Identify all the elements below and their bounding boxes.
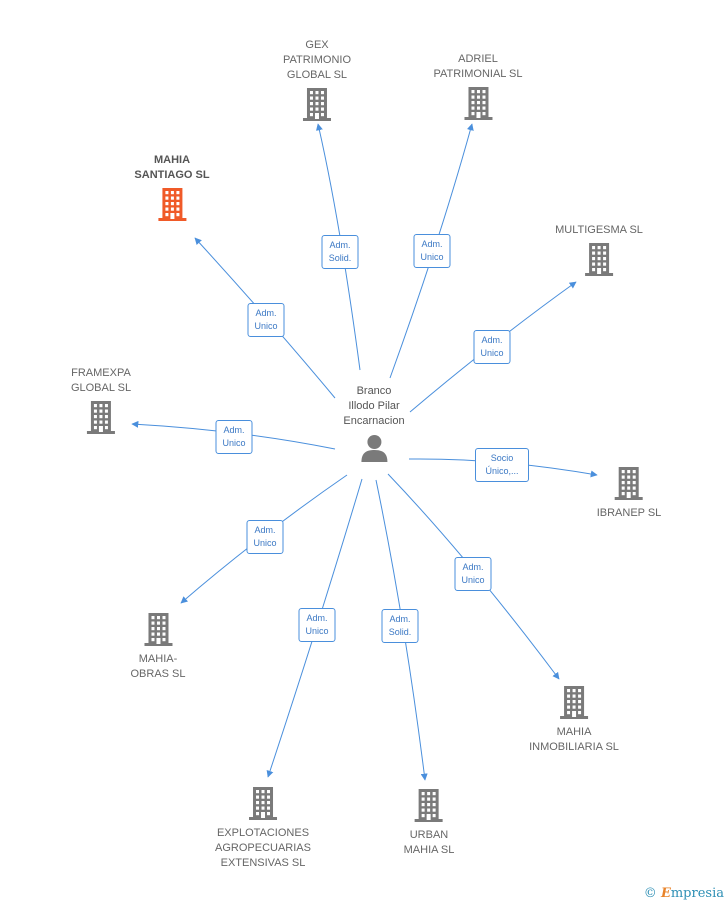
- building-icon: [87, 401, 115, 434]
- building-icon: [302, 88, 331, 121]
- company-node-adriel[interactable]: ADRIEL PATRIMONIAL SL: [433, 52, 523, 120]
- company-name-line: PATRIMONIO: [282, 54, 352, 66]
- edge-label-line: Unico: [254, 321, 278, 331]
- edge-label-multigesma[interactable]: Adm. Unico: [473, 330, 511, 364]
- company-name-line: MAHIA SL: [403, 844, 455, 856]
- person-name-line-1: Branco: [356, 385, 392, 397]
- company-node-multigesma[interactable]: MULTIGESMA SL: [555, 223, 643, 276]
- edge-label-line: Adm.: [481, 335, 503, 345]
- edge-label-line: Solid.: [328, 253, 352, 263]
- edge-label-line: Adm.: [254, 525, 276, 535]
- edge-label-explotaciones[interactable]: Adm. Unico: [298, 608, 336, 642]
- edge-label-line: Unico: [461, 575, 485, 585]
- person-name-line-2: Illodo Pilar: [348, 400, 400, 412]
- edge-label-mahia-santiago[interactable]: Adm. Unico: [247, 303, 285, 337]
- edge-label-line: Unico: [420, 252, 444, 262]
- person-name-line-3: Encarnacion: [343, 415, 405, 427]
- company-node-urban[interactable]: URBAN MAHIA SL: [403, 788, 455, 858]
- edge-gex: [315, 123, 361, 371]
- copyright-symbol: ©: [643, 886, 657, 901]
- edge-label-mahia-obras[interactable]: Adm. Unico: [246, 520, 284, 554]
- edge-label-line: Unico: [253, 538, 277, 548]
- edge-label-urban[interactable]: Adm. Solid.: [381, 609, 419, 643]
- edge-label-line: Unico: [480, 348, 504, 358]
- edge-label-line: Único,...: [485, 466, 519, 476]
- edge-label-line: Adm.: [223, 425, 245, 435]
- edge-label-adriel[interactable]: Adm. Unico: [413, 234, 451, 268]
- company-node-explotaciones[interactable]: EXPLOTACIONES AGROPECUARIAS EXTENSIVAS SL: [215, 786, 311, 871]
- empresia-brand[interactable]: © Empresia: [644, 886, 724, 901]
- building-icon: [249, 787, 277, 820]
- brand-first-letter: E: [660, 886, 671, 901]
- building-icon: [584, 243, 613, 276]
- company-name-line: MAHIA: [556, 726, 592, 738]
- company-node-mahia-santiago[interactable]: MAHIA SANTIAGO SL: [134, 153, 210, 221]
- company-name-line: URBAN: [409, 829, 449, 841]
- company-node-mahia-obras[interactable]: MAHIA- OBRAS SL: [130, 612, 186, 682]
- company-name-line: MULTIGESMA SL: [555, 224, 643, 236]
- edge-label-line: Adm.: [255, 308, 277, 318]
- edge-label-line: Adm.: [329, 240, 351, 250]
- person-icon: [361, 435, 387, 462]
- edge-label-line: Socio: [490, 453, 514, 463]
- edge-label-line: Unico: [222, 438, 246, 448]
- company-name-line: EXPLOTACIONES: [216, 827, 310, 839]
- company-name-line: PATRIMONIAL SL: [433, 68, 523, 80]
- edge-label-framexpa[interactable]: Adm. Unico: [215, 420, 253, 454]
- company-name-line: EXTENSIVAS SL: [220, 857, 306, 869]
- company-name-line: INMOBILIARIA SL: [529, 741, 619, 753]
- edge-label-line: Adm.: [462, 562, 484, 572]
- company-name-line: OBRAS SL: [130, 668, 186, 680]
- company-node-framexpa[interactable]: FRAMEXPA GLOBAL SL: [71, 366, 131, 434]
- company-name-line: ADRIEL: [458, 53, 498, 65]
- company-name-line: IBRANEP SL: [596, 507, 662, 519]
- edge-label-gex[interactable]: Adm. Solid.: [321, 235, 359, 269]
- company-node-gex[interactable]: GEX PATRIMONIO GLOBAL SL: [283, 38, 351, 121]
- building-icon: [157, 188, 186, 221]
- building-icon: [415, 789, 443, 822]
- building-icon: [614, 467, 643, 500]
- company-name-line: GLOBAL SL: [70, 382, 132, 394]
- edge-label-line: Adm.: [389, 614, 411, 624]
- building-icon: [463, 87, 492, 120]
- edge-label-line: Unico: [305, 626, 329, 636]
- edge-label-mahia-inmobiliaria[interactable]: Adm. Unico: [454, 557, 492, 591]
- company-name-line: GLOBAL SL: [286, 69, 348, 81]
- building-icon: [144, 613, 172, 646]
- company-name-line: SANTIAGO SL: [134, 169, 210, 181]
- company-name-line: MAHIA-: [138, 653, 178, 665]
- company-name-line: GEX: [305, 39, 329, 51]
- company-name-line: FRAMEXPA: [71, 367, 131, 379]
- company-node-mahia-inmobiliaria[interactable]: MAHIA INMOBILIARIA SL: [529, 685, 619, 755]
- center-person-node[interactable]: Branco Illodo Pilar Encarnacion: [343, 384, 405, 463]
- edge-label-line: Solid.: [388, 627, 412, 637]
- building-icon: [560, 686, 588, 719]
- company-name-line: MAHIA: [153, 154, 191, 166]
- brand-name-rest: mpresia: [670, 886, 724, 901]
- edge-label-line: Adm.: [306, 613, 328, 623]
- company-node-ibranep[interactable]: IBRANEP SL: [596, 466, 662, 521]
- edge-label-line: Adm.: [421, 239, 443, 249]
- company-name-line: AGROPECUARIAS: [215, 842, 311, 854]
